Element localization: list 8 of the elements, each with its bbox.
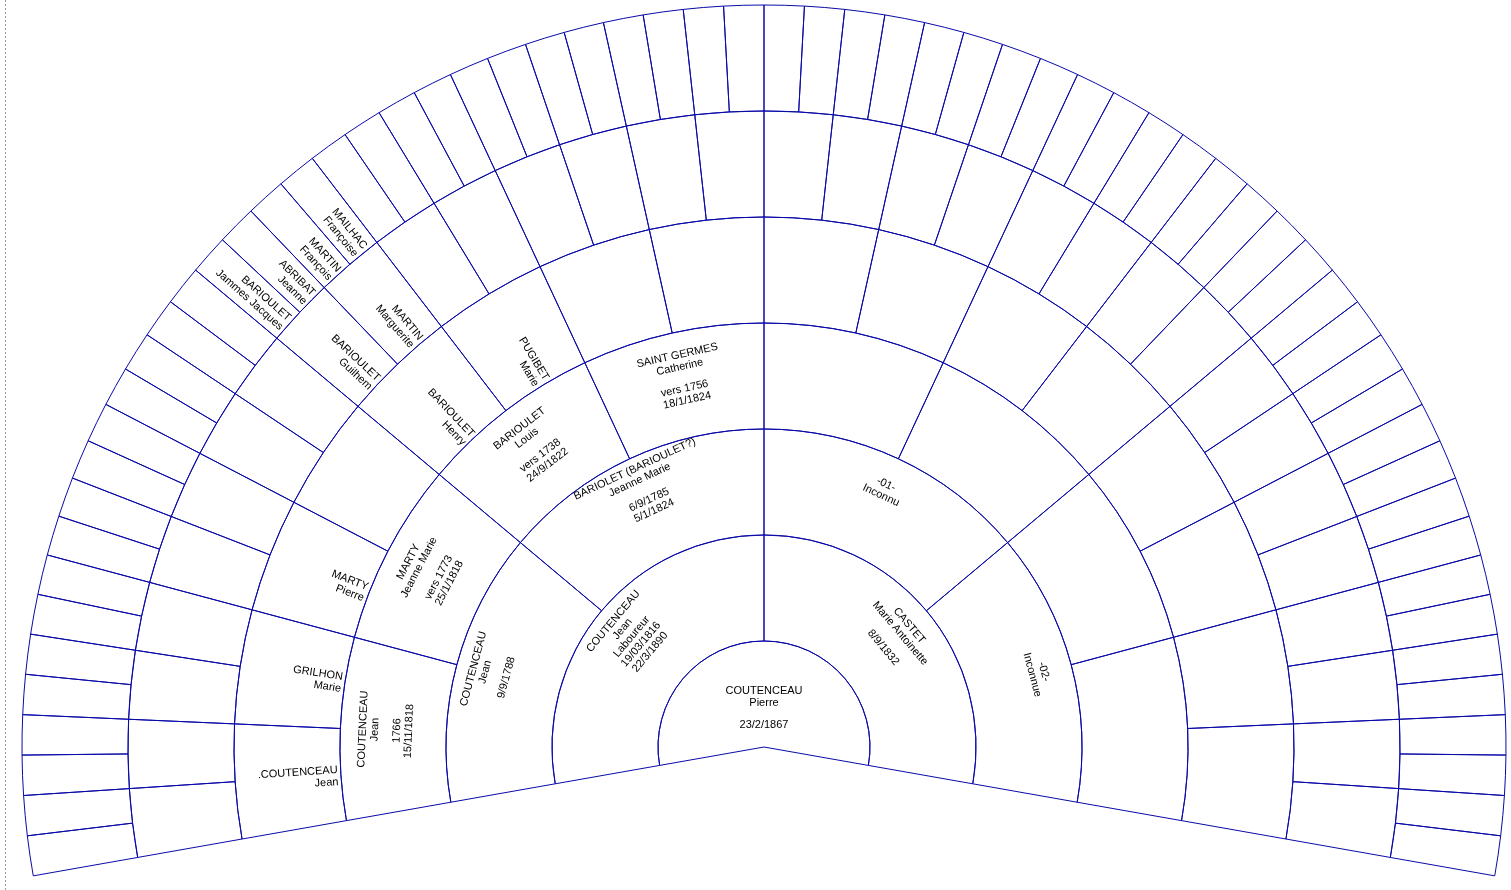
given-name-label: Jean — [314, 774, 339, 789]
date-label: 23/2/1867 — [739, 718, 789, 730]
surname-label: COUTENCEAU — [725, 684, 803, 696]
date-label: 15/11/1818 — [401, 704, 416, 759]
date-label: 9/9/1788 — [493, 655, 517, 700]
given-name-label: Pierre — [749, 696, 779, 708]
date-label: 1766 — [389, 718, 403, 744]
number-label: -02- — [1036, 660, 1054, 683]
